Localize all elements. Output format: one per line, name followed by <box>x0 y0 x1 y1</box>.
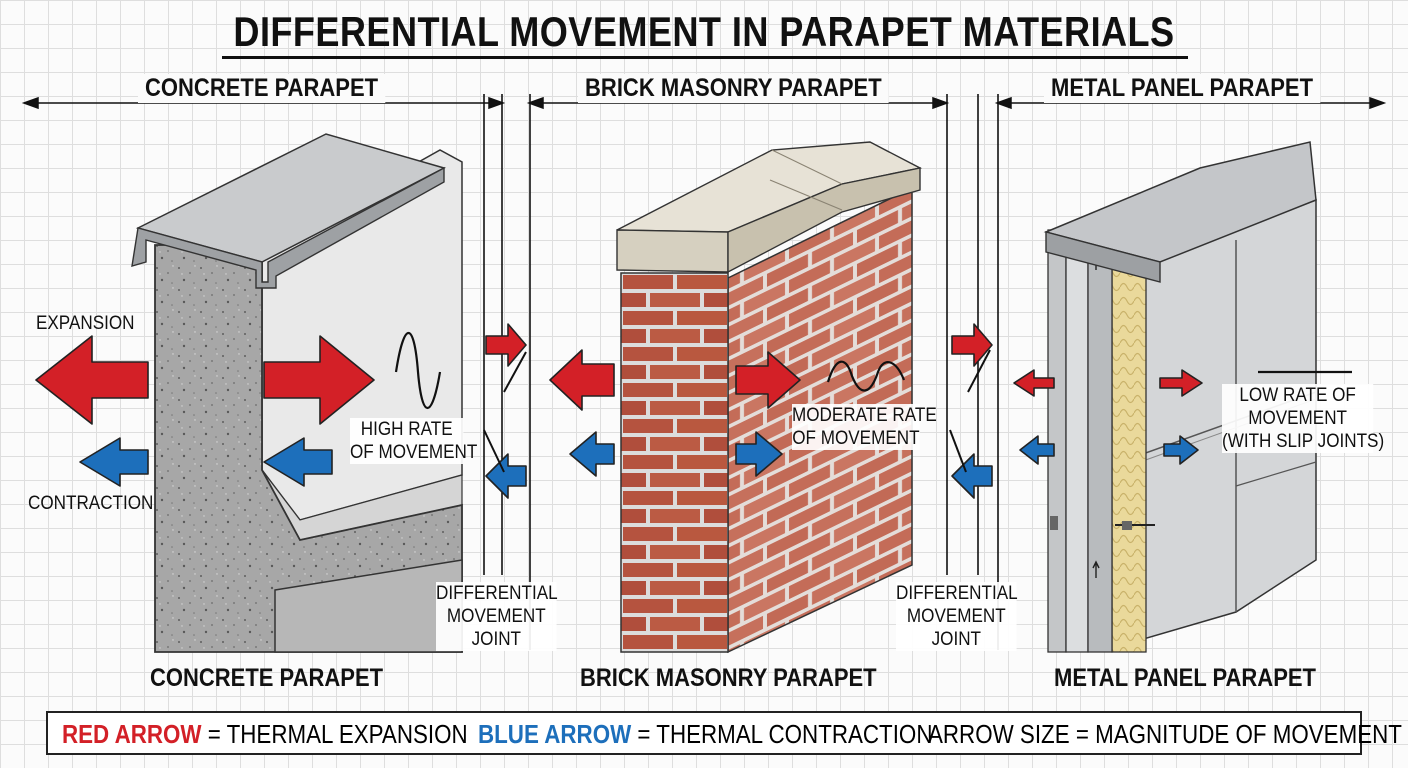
arrow-brick-exp-right <box>735 351 801 409</box>
arrow-metal-con-left <box>1019 435 1055 465</box>
moderate-rate-line-2: OF MOVEMENT <box>792 428 920 449</box>
moderate-rate-line-1: MODERATE RATE <box>792 405 937 426</box>
low-rate-label: LOW RATE OF MOVEMENT (WITH SLIP JOINTS) <box>1222 384 1385 453</box>
section-header-brick: BRICK MASONRY PARAPET <box>578 74 889 103</box>
high-rate-wave <box>394 332 442 409</box>
joint-label-2-line-1: DIFFERENTIAL <box>896 583 1018 604</box>
arrow-metal-exp-left <box>1013 369 1055 397</box>
joint-label-1-line-2: MOVEMENT <box>446 606 546 627</box>
legend-blue-def: = THERMAL CONTRACTION <box>631 719 933 749</box>
legend-blue-term: BLUE ARROW <box>478 719 632 749</box>
legend-size: ARROW SIZE = MAGNITUDE OF MOVEMENT <box>928 719 1402 749</box>
legend-red-def: = THERMAL EXPANSION <box>201 719 468 749</box>
expansion-arrows <box>35 323 1203 425</box>
title-underline <box>222 56 1188 59</box>
joint-label-1-line-3: JOINT <box>471 629 521 650</box>
contraction-label: CONTRACTION <box>28 493 154 514</box>
low-rate-line-1: LOW RATE OF <box>1239 385 1356 406</box>
footer-concrete: CONCRETE PARAPET <box>150 664 384 692</box>
footer-brick: BRICK MASONRY PARAPET <box>580 664 877 692</box>
arrow-joint2-exp <box>951 323 993 367</box>
legend-red-term: RED ARROW <box>62 719 202 749</box>
footer-metal: METAL PANEL PARAPET <box>1054 664 1316 692</box>
legend-box: RED ARROW = THERMAL EXPANSION BLUE ARROW… <box>46 711 1402 755</box>
arrow-joint1-exp <box>485 323 527 367</box>
arrow-joint1-con <box>485 453 527 499</box>
high-rate-line-2: OF MOVEMENT <box>350 442 478 463</box>
legend-blue: BLUE ARROW = THERMAL CONTRACTION <box>478 719 932 750</box>
page-title: DIFFERENTIAL MOVEMENT IN PARAPET MATERIA… <box>233 8 1175 55</box>
arrow-concrete-con-right <box>263 437 333 487</box>
arrow-concrete-con-left <box>79 437 149 487</box>
arrow-concrete-exp-left <box>35 335 149 425</box>
joint-label-1-line-1: DIFFERENTIAL <box>436 583 558 604</box>
joint-label-2: DIFFERENTIAL MOVEMENT JOINT <box>896 582 1018 651</box>
high-rate-label: HIGH RATE OF MOVEMENT <box>350 418 478 464</box>
contraction-arrows <box>79 431 1199 499</box>
low-rate-line-3: (WITH SLIP JOINTS) <box>1222 431 1385 452</box>
arrow-metal-con-right <box>1163 435 1199 465</box>
arrow-brick-con-right <box>735 431 783 477</box>
legend-red: RED ARROW = THERMAL EXPANSION <box>62 719 468 750</box>
joint-label-2-line-2: MOVEMENT <box>906 606 1006 627</box>
high-rate-line-1: HIGH RATE <box>360 419 453 440</box>
joint-label-1: DIFFERENTIAL MOVEMENT JOINT <box>436 582 558 651</box>
movement-waveforms <box>394 332 1352 409</box>
arrow-brick-exp-left <box>549 349 615 411</box>
arrow-joint2-con <box>951 453 993 499</box>
arrow-metal-exp-right <box>1159 369 1203 397</box>
section-header-metal: METAL PANEL PARAPET <box>1044 74 1321 103</box>
expansion-label: EXPANSION <box>36 313 135 334</box>
dimension-lines <box>21 96 1387 110</box>
section-header-concrete: CONCRETE PARAPET <box>138 74 386 103</box>
joint-slashes <box>483 349 991 473</box>
low-rate-line-2: MOVEMENT <box>1248 408 1348 429</box>
joint-label-2-line-3: JOINT <box>931 629 981 650</box>
moderate-rate-wave <box>826 360 906 392</box>
arrow-concrete-exp-right <box>263 335 375 425</box>
concrete-parapet <box>131 133 463 653</box>
arrow-brick-con-left <box>569 431 615 477</box>
moderate-rate-label: MODERATE RATE OF MOVEMENT <box>792 404 937 450</box>
